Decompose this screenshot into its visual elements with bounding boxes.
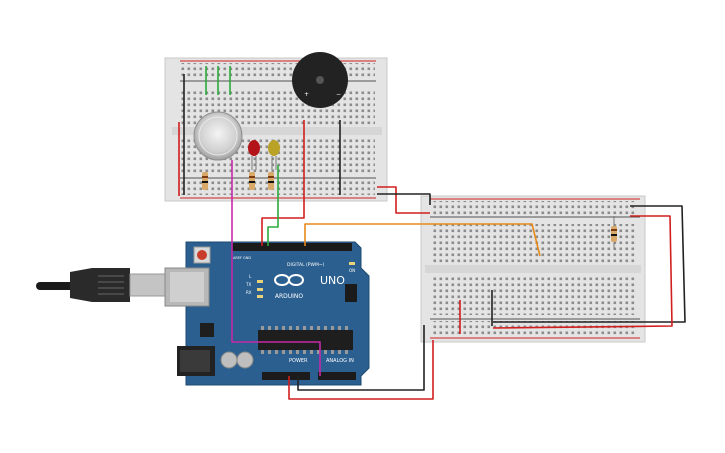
led-red[interactable]: [248, 140, 260, 170]
aref-label: AREF: [233, 256, 242, 260]
gnd-label: GND: [243, 256, 251, 260]
analog-header-label: ANALOG IN: [326, 358, 354, 364]
wire-red-5v[interactable]: [288, 340, 434, 400]
gas-sensor[interactable]: [193, 111, 243, 161]
resistor[interactable]: [268, 172, 274, 190]
wire-red-buzzer-to-pin[interactable]: [261, 120, 305, 246]
wire-green-led-to-pin[interactable]: [267, 165, 279, 246]
led-yellow[interactable]: [268, 140, 280, 170]
breadboard-large[interactable]: [420, 195, 646, 343]
wire-orange-to-large[interactable]: [304, 223, 541, 257]
wire-red-right-loop[interactable]: [492, 215, 673, 329]
arduino-logo-icon: [274, 274, 304, 286]
resistor[interactable]: [611, 216, 617, 250]
arduino-uno[interactable]: ARDUINO UNO DIGITAL (PWM~) POWER ANALOG …: [164, 241, 370, 386]
brand-label: ARDUINO: [275, 293, 304, 300]
on-label: ON: [349, 268, 355, 273]
piezo-buzzer[interactable]: + −: [292, 52, 348, 108]
svg-text:−: −: [336, 91, 341, 98]
digital-header-label: DIGITAL (PWM~): [287, 262, 325, 268]
wire-magenta-sensor-to-a0[interactable]: [231, 160, 321, 376]
resistor[interactable]: [202, 172, 208, 190]
wire-red-rail-link[interactable]: [377, 186, 430, 214]
tx-label: TX: [245, 282, 251, 287]
model-label: UNO: [320, 274, 345, 287]
resistor[interactable]: [249, 172, 255, 190]
reset-button[interactable]: [197, 250, 207, 260]
svg-text:+: +: [304, 91, 309, 98]
rx-label: RX: [246, 290, 252, 295]
wire-black-right-loop[interactable]: [493, 205, 686, 323]
power-header-label: POWER: [289, 358, 308, 364]
wire-black-gnd[interactable]: [297, 325, 425, 391]
wire-black-rail-link[interactable]: [377, 193, 431, 205]
l-label: L: [249, 274, 252, 279]
wires[interactable]: [178, 66, 686, 400]
